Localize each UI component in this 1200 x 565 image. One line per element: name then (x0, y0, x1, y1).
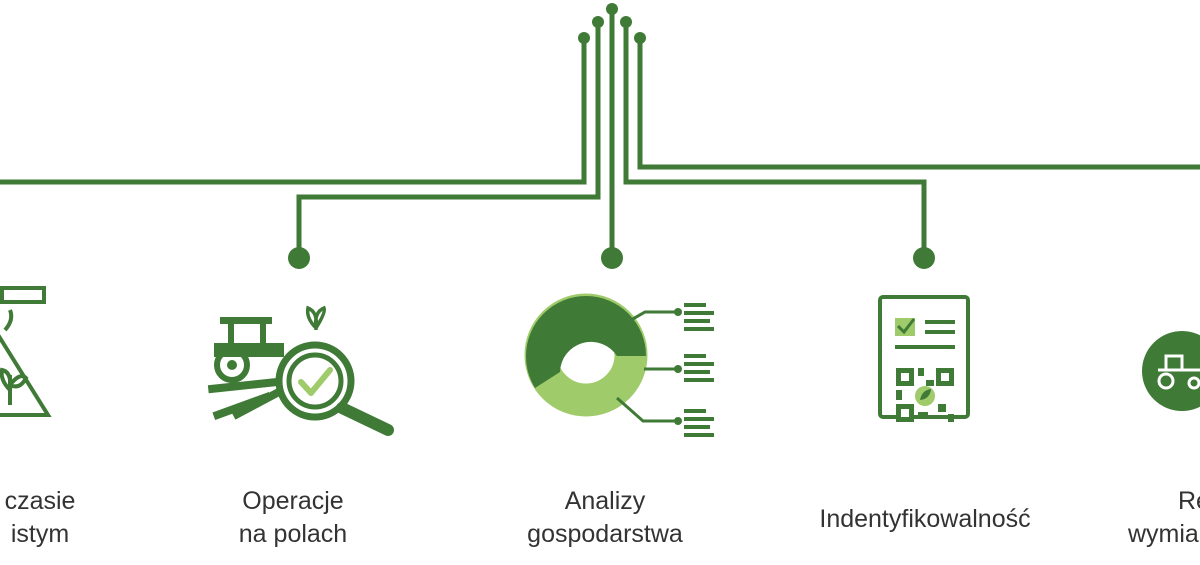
item-label-2: Operacje na polach (213, 485, 373, 551)
item-label-3: Analizy gospodarstwa (510, 485, 700, 551)
item-label-2-line-1: Operacje (242, 487, 344, 515)
qr-document-icon (878, 295, 970, 422)
item-label-1-line-1: czasie (4, 487, 76, 515)
item-label-5: Re wymia (1128, 485, 1200, 551)
item-label-4: Indentyfikowalność (770, 503, 1080, 536)
item-label-3-line-2: gospodarstwa (527, 520, 683, 548)
connector-line-item-4 (623, 24, 927, 258)
connector-line-right-main (637, 40, 1200, 170)
item-label-3-line-1: Analizy (564, 487, 646, 515)
tractor-magnifier-icon (207, 305, 394, 436)
connector-dot-top-1 (578, 32, 590, 44)
item-label-1: czasie istym (0, 485, 110, 551)
donut-chart-icon (524, 293, 714, 437)
connector-dot-top-5 (634, 32, 646, 44)
greenhouse-sensor-icon (0, 286, 52, 417)
item-label-5-line-2: wymia (1128, 520, 1199, 548)
connector-dot-top-3 (606, 3, 618, 15)
item-label-2-line-2: na polach (238, 520, 348, 548)
connector-line-item-2 (296, 24, 601, 258)
connector-node-item-3 (601, 247, 623, 269)
item-label-1-line-2: istym (10, 520, 70, 548)
item-label-5-line-1: Re (1178, 487, 1200, 515)
connector-dot-top-2 (592, 16, 604, 28)
connector-node-item-2 (288, 247, 310, 269)
connector-node-item-4 (913, 247, 935, 269)
item-label-4-line-1: Indentyfikowalność (819, 505, 1031, 533)
connector-line-left-main (0, 40, 587, 185)
connector-dot-top-4 (620, 16, 632, 28)
tractor-circle-icon (1142, 331, 1200, 411)
